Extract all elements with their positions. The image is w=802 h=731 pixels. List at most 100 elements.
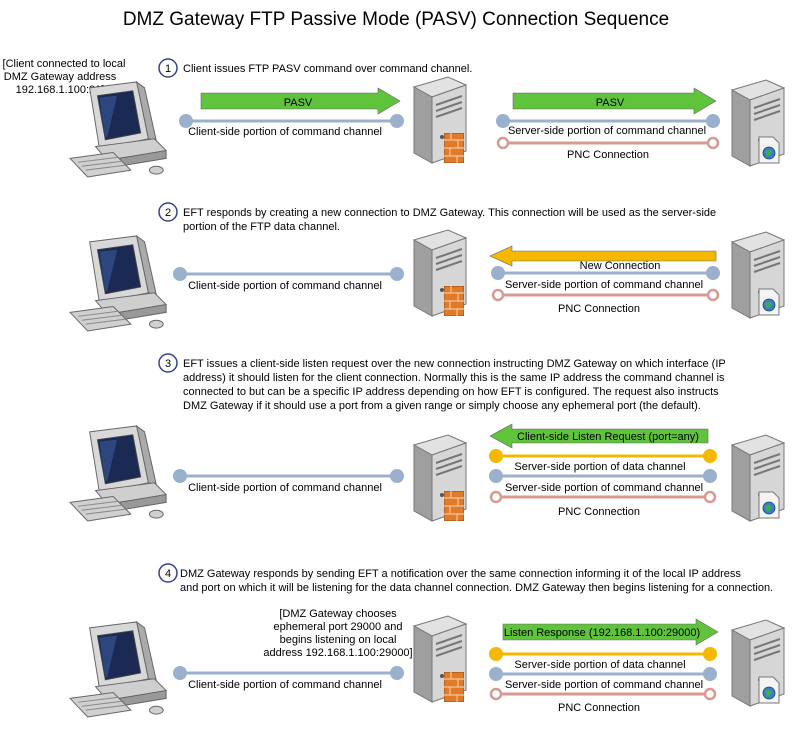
server-command-channel-endpoint bbox=[491, 266, 505, 280]
server-data-channel-endpoint bbox=[489, 449, 503, 463]
client-command-channel-endpoint bbox=[390, 666, 404, 680]
client-computer-icon bbox=[69, 81, 167, 178]
gateway-note-line: begins listening on local bbox=[280, 634, 397, 646]
pnc-connection-endpoint bbox=[703, 687, 717, 701]
server-data-channel-endpoint bbox=[703, 647, 717, 661]
server-command-channel bbox=[489, 469, 717, 483]
server-data-channel bbox=[489, 647, 717, 661]
client-note-line: 192.168.1.100:21] bbox=[16, 84, 105, 96]
step-description-line: DMZ Gateway if it should use a port from… bbox=[183, 400, 701, 412]
server-command-label: Server-side portion of command channel bbox=[505, 482, 703, 494]
client-command-channel-endpoint bbox=[173, 469, 187, 483]
pnc-label: PNC Connection bbox=[558, 506, 640, 518]
pasv-arrow-left bbox=[200, 87, 401, 115]
server-command-channel-endpoint bbox=[703, 667, 717, 681]
step-number: 2 bbox=[165, 207, 171, 219]
gateway-note-line: [DMZ Gateway chooses bbox=[279, 608, 397, 620]
server-command-channel-endpoint bbox=[496, 114, 510, 128]
listen-response-label: Listen Response (192.168.1.100:29000) bbox=[504, 627, 700, 639]
efs-document-icon bbox=[758, 676, 780, 704]
listen-request-label: Client-side Listen Request (port=any) bbox=[517, 431, 699, 443]
client-command-channel-endpoint bbox=[173, 666, 187, 680]
client-computer-icon bbox=[69, 621, 167, 718]
step-description-line: Client issues FTP PASV command over comm… bbox=[183, 63, 472, 75]
step-number: 1 bbox=[165, 63, 171, 75]
pnc-connection-endpoint bbox=[491, 288, 505, 302]
pnc-connection-endpoint bbox=[489, 490, 503, 504]
pnc-connection-endpoint bbox=[489, 687, 503, 701]
pnc-connection bbox=[489, 490, 717, 504]
gateway-note-line: ephemeral port 29000 and bbox=[273, 621, 402, 633]
step-circle bbox=[158, 202, 178, 222]
step-circle bbox=[158, 58, 178, 78]
pnc-connection-endpoint bbox=[496, 136, 510, 150]
pnc-connection bbox=[489, 687, 717, 701]
client-command-channel-endpoint bbox=[173, 267, 187, 281]
firewall-icon bbox=[444, 286, 464, 316]
client-command-label: Client-side portion of command channel bbox=[188, 679, 382, 691]
step-1-marker: 1 bbox=[158, 58, 178, 78]
step-description-line: DMZ Gateway responds by sending EFT a no… bbox=[180, 568, 741, 580]
step-2-marker: 2 bbox=[158, 202, 178, 222]
server-command-label: Server-side portion of command channel bbox=[505, 679, 703, 691]
firewall-icon bbox=[444, 491, 464, 521]
server-data-channel-endpoint bbox=[489, 647, 503, 661]
client-note-line: DMZ Gateway address bbox=[4, 71, 117, 83]
listen-request-arrow bbox=[489, 423, 709, 449]
new-connection-label: New Connection bbox=[580, 260, 661, 272]
step-description-line: EFT responds by creating a new connectio… bbox=[183, 207, 716, 219]
server-command-channel-endpoint bbox=[489, 469, 503, 483]
pasv-label: PASV bbox=[596, 97, 625, 109]
efs-document-icon bbox=[758, 288, 780, 316]
gateway-note-line: address 192.168.1.100:29000] bbox=[263, 647, 412, 659]
pasv-label: PASV bbox=[284, 97, 313, 109]
firewall-icon bbox=[444, 133, 464, 163]
step-description-line: EFT issues a client-side listen request … bbox=[183, 358, 726, 370]
server-data-label: Server-side portion of data channel bbox=[514, 461, 685, 473]
client-command-channel-endpoint bbox=[390, 469, 404, 483]
firewall-icon bbox=[444, 672, 464, 702]
efs-document-icon bbox=[758, 491, 780, 519]
client-command-channel-endpoint bbox=[390, 267, 404, 281]
client-command-channel bbox=[173, 666, 404, 680]
pnc-connection-endpoint bbox=[703, 490, 717, 504]
pnc-label: PNC Connection bbox=[558, 303, 640, 315]
efs-document-icon bbox=[758, 136, 780, 164]
server-command-channel bbox=[496, 114, 720, 128]
client-computer-icon bbox=[69, 425, 167, 522]
client-command-channel-endpoint bbox=[179, 114, 193, 128]
server-data-channel bbox=[489, 449, 717, 463]
server-command-channel-endpoint bbox=[489, 667, 503, 681]
server-command-channel-endpoint bbox=[703, 469, 717, 483]
server-command-channel-endpoint bbox=[706, 114, 720, 128]
server-command-label: Server-side portion of command channel bbox=[508, 125, 706, 137]
new-connection-arrow bbox=[489, 245, 717, 267]
pnc-connection-endpoint bbox=[706, 288, 720, 302]
pasv-arrow-right bbox=[512, 87, 717, 115]
client-command-label: Client-side portion of command channel bbox=[188, 482, 382, 494]
step-number: 3 bbox=[165, 358, 171, 370]
server-command-channel bbox=[491, 266, 720, 280]
pnc-label: PNC Connection bbox=[558, 702, 640, 714]
step-description-line: connected to but can be a specific IP ad… bbox=[183, 386, 719, 398]
step-description-line: address) it should listen for the client… bbox=[183, 372, 725, 384]
pnc-connection-endpoint bbox=[706, 136, 720, 150]
step-circle bbox=[158, 563, 178, 583]
server-data-label: Server-side portion of data channel bbox=[514, 659, 685, 671]
server-data-channel-endpoint bbox=[703, 449, 717, 463]
pnc-connection bbox=[496, 136, 720, 150]
diagram-title: DMZ Gateway FTP Passive Mode (PASV) Conn… bbox=[123, 9, 669, 30]
client-computer-icon bbox=[69, 235, 167, 332]
client-note-line: [Client connected to local bbox=[3, 58, 126, 70]
server-command-label: Server-side portion of command channel bbox=[505, 279, 703, 291]
step-3-marker: 3 bbox=[158, 353, 178, 373]
pnc-connection bbox=[491, 288, 720, 302]
server-command-channel-endpoint bbox=[706, 266, 720, 280]
step-number: 4 bbox=[165, 568, 171, 580]
step-4-marker: 4 bbox=[158, 563, 178, 583]
client-command-channel bbox=[179, 114, 404, 128]
client-command-channel bbox=[173, 469, 404, 483]
client-command-label: Client-side portion of command channel bbox=[188, 126, 382, 138]
step-description-line: and port on which it will be listening f… bbox=[180, 582, 773, 594]
